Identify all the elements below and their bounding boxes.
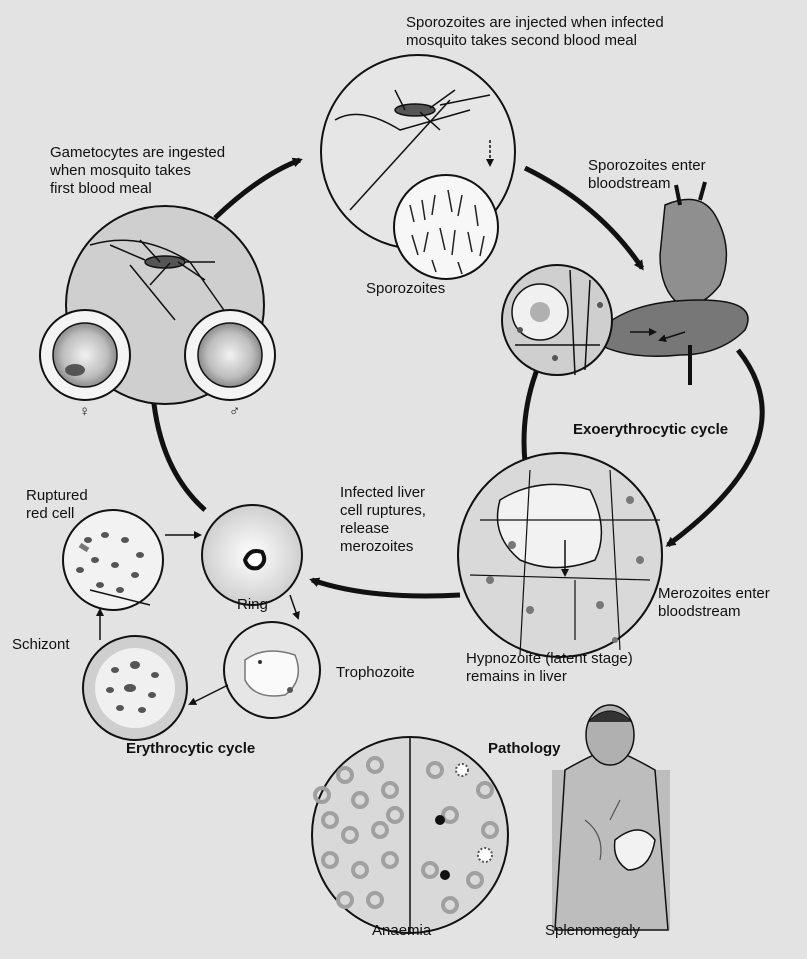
schizont-cell [83,636,187,740]
ruptured-red-cell [63,510,163,610]
label-ruptured-red-cell: Ruptured red cell [26,487,88,523]
label-ring: Ring [237,596,268,614]
liver-cells-inset [502,265,612,375]
label-infected-liver: Infected liver cell ruptures, release me… [340,484,426,556]
arrow-liver-cell-up [524,362,540,462]
label-sporozoites: Sporozoites [366,280,445,298]
heart-liver-organs [600,182,748,385]
label-schizont: Schizont [12,636,70,654]
label-erythrocytic-cycle: Erythrocytic cycle [126,740,255,758]
female-gametocyte-cell [40,310,130,400]
label-female-symbol: ♀ [79,403,90,421]
trophozoite-cell [224,622,320,718]
arrow-merozoites-to-ring [312,580,460,596]
label-merozoites-enter: Merozoites enter bloodstream [658,585,770,621]
splenomegaly-figure [552,705,670,930]
anaemia-blood-smear [312,737,508,933]
male-gametocyte-cell [185,310,275,400]
sporozoites-inset [394,175,498,279]
label-splenomegaly: Splenomegaly [545,922,640,940]
label-male-symbol: ♂ [229,403,240,421]
label-pathology: Pathology [488,740,561,758]
heart-icon [660,199,726,305]
liver-icon [600,300,748,356]
label-gametocytes-ingested: Gametocytes are ingested when mosquito t… [50,144,225,198]
label-trophozoite: Trophozoite [336,664,415,682]
label-anaemia: Anaemia [372,922,431,940]
ring-stage-cell [202,505,302,605]
label-exoerythrocytic-cycle: Exoerythrocytic cycle [573,421,728,439]
arrow-ring-to-gametocytes [153,395,205,510]
label-sporozoites-enter: Sporozoites enter bloodstream [588,157,706,193]
label-hypnozoite: Hypnozoite (latent stage) remains in liv… [466,650,633,686]
label-sporozoites-injected: Sporozoites are injected when infected m… [406,14,664,50]
arrow-mosquito-to-sporozoites [215,160,300,218]
liver-rupture-circle [458,453,662,657]
arrow-liver-to-merozoites [668,350,762,545]
